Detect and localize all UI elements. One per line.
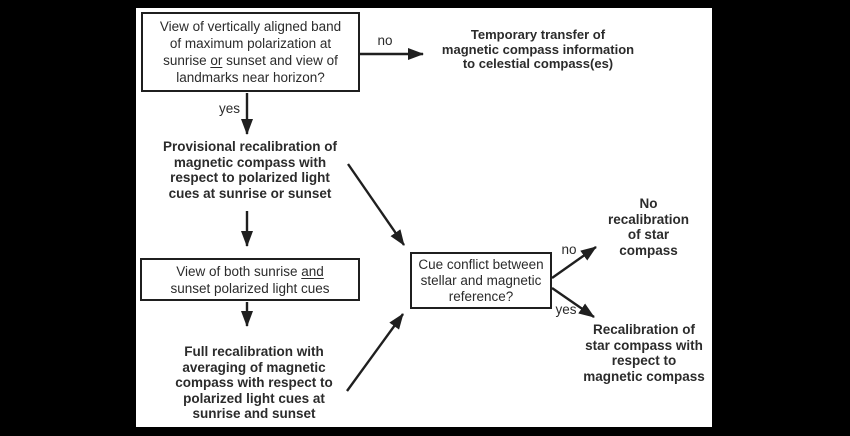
arrow-full-to-cue-conflict <box>346 313 404 392</box>
edge-label-yes-top: yes <box>218 101 240 116</box>
edge-label-no-right: no <box>561 242 577 257</box>
flowchart-arrows <box>241 48 597 392</box>
arrow-yes-to-star-recalibration <box>551 287 595 318</box>
edge-label-no-top: no <box>377 33 393 48</box>
arrow-provisional-to-cue-conflict <box>347 163 405 246</box>
arrow-no-to-no-star-recalibration <box>551 246 597 279</box>
edge-label-yes-right: yes <box>555 302 577 317</box>
